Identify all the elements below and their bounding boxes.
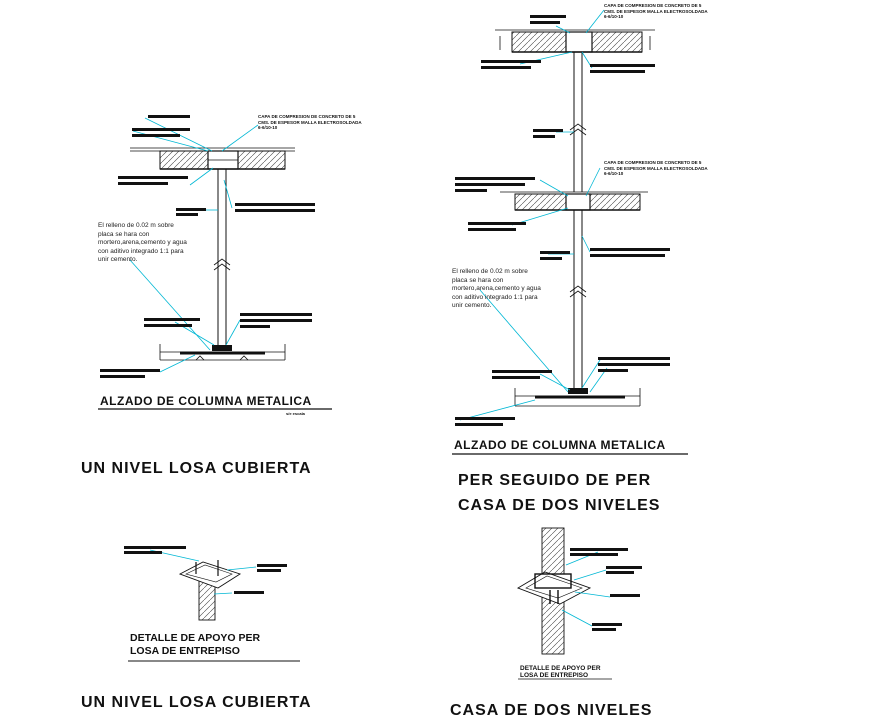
right-leaders — [459, 9, 608, 421]
right-elevation-title: ALZADO DE COLUMNA METALICA — [454, 438, 666, 452]
left-elevation — [98, 115, 332, 410]
right-support-detail — [516, 527, 642, 680]
left-slab-note: CAPA DE COMPRESION DE CONCRETO DE 5 CMS.… — [258, 114, 362, 130]
left-top-caption: UN NIVEL LOSA CUBIERTA — [81, 460, 312, 477]
right-base — [514, 388, 641, 407]
right-elevation — [452, 9, 688, 455]
right-bottom-caption: CASA DE DOS NIVELES — [450, 702, 653, 719]
right-top-caption-line2: CASA DE DOS NIVELES — [458, 497, 661, 514]
right-top-caption-line1: PER SEGUIDO DE PER — [458, 472, 652, 489]
left-detail-title-line2: LOSA DE ENTREPISO — [130, 645, 240, 657]
left-detail-title-line1: DETALLE DE APOYO PER — [130, 632, 261, 644]
right-top-slab — [495, 29, 655, 53]
right-fill-note: El relleno de 0.02 m sobre placa se hara… — [452, 268, 541, 309]
left-elevation-scale: s/e escala — [286, 411, 305, 416]
right-column — [569, 52, 587, 388]
left-base — [159, 344, 286, 361]
left-elevation-title: ALZADO DE COLUMNA METALICA — [100, 394, 312, 408]
left-slab — [130, 147, 295, 170]
left-support-detail — [124, 546, 300, 662]
left-label-blocks — [100, 115, 315, 378]
left-column — [213, 169, 231, 345]
right-label-blocks — [455, 15, 670, 426]
right-top-slab-note: CAPA DE COMPRESION DE CONCRETO DE 5 CMS.… — [604, 3, 708, 19]
left-fill-note: El relleno de 0.02 m sobre placa se hara… — [98, 222, 187, 263]
left-bottom-caption: UN NIVEL LOSA CUBIERTA — [81, 694, 312, 711]
right-mid-slab-note: CAPA DE COMPRESION DE CONCRETO DE 5 CMS.… — [604, 160, 708, 176]
right-mid-slab — [500, 191, 648, 211]
right-detail-title-line1: DETALLE DE APOYO PER — [520, 665, 601, 672]
right-detail-title-line2: LOSA DE ENTREPISO — [520, 672, 589, 679]
